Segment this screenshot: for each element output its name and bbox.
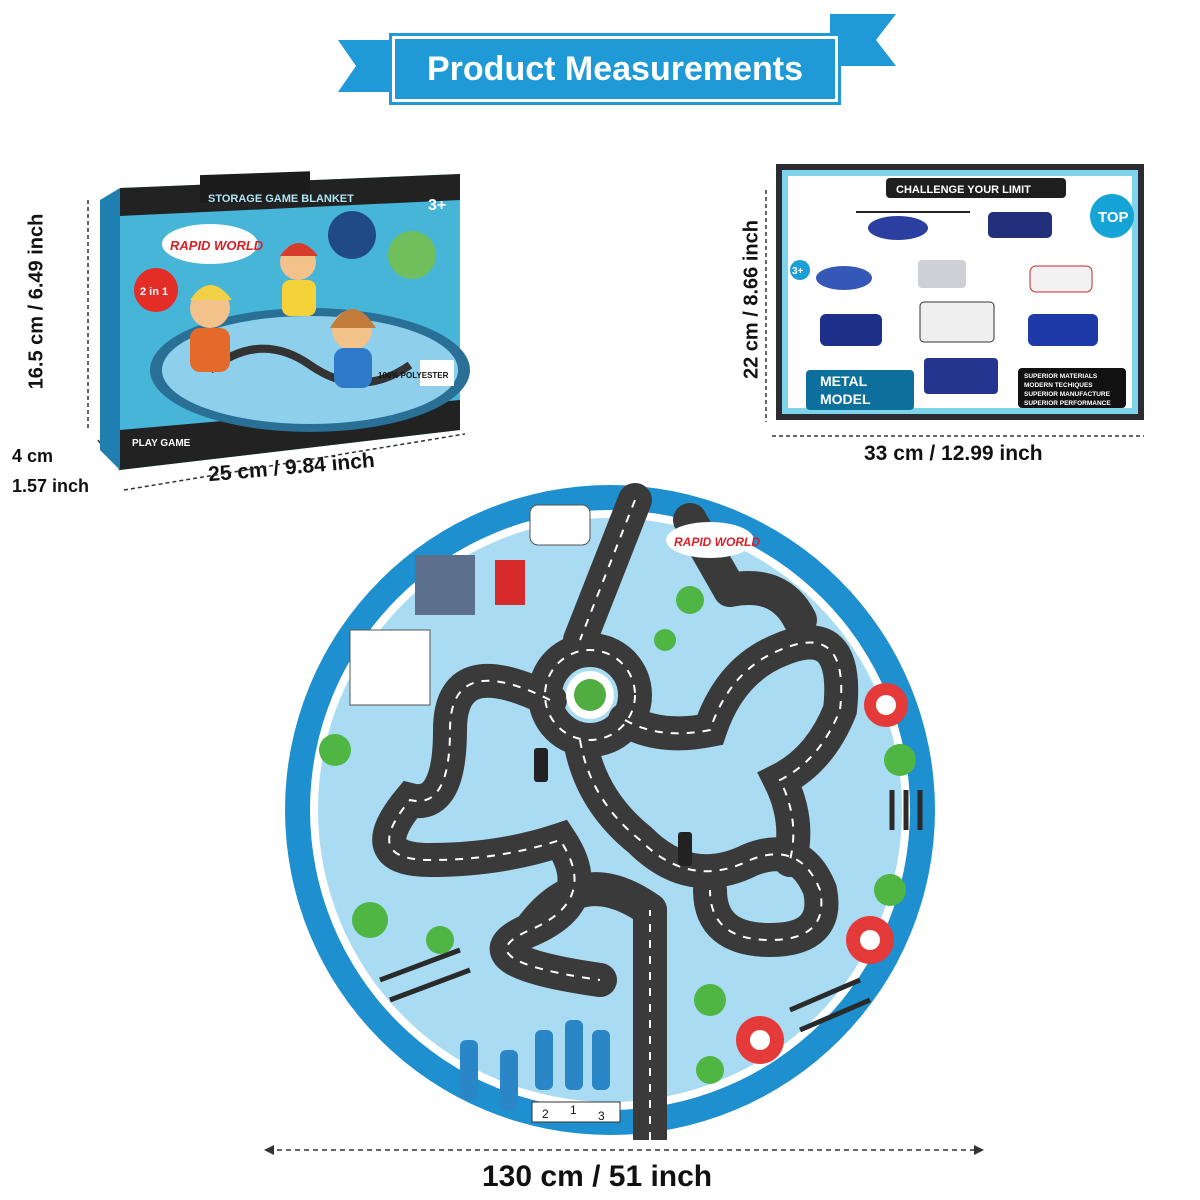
podium-second: 2 xyxy=(542,1107,549,1121)
right-box-height-label: 22 cm / 8.66 inch xyxy=(740,220,763,379)
right-box-top-badge: TOP xyxy=(1098,209,1129,226)
left-box-feature-badge: 2 in 1 xyxy=(140,286,168,298)
podium-first: 1 xyxy=(570,1103,577,1117)
right-box-feature-1: SUPERIOR MATERIALS xyxy=(1024,373,1098,380)
right-box-feature-3: SUPERIOR MANUFACTURE xyxy=(1024,391,1111,398)
page-title: Product Measurements xyxy=(427,49,803,88)
left-box-dimension-group: 16.5 cm / 6.49 inch 4 cm 1.57 inch 25 cm… xyxy=(0,160,500,500)
mat-width-dimension-line xyxy=(264,1145,984,1155)
racer-figures xyxy=(460,1020,610,1110)
right-box-model-line2: MODEL xyxy=(820,391,871,407)
right-box-feature-2: MODERN TECHIQUES xyxy=(1024,382,1093,389)
right-box-header: CHALLENGE YOUR LIMIT xyxy=(896,184,1031,196)
left-box-age-badge: 3+ xyxy=(428,197,446,214)
page-title-banner: Product Measurements xyxy=(389,33,841,105)
right-box-feature-4: SUPERIOR PERFORMANCE xyxy=(1024,400,1111,407)
mat-brand: RAPID WORLD xyxy=(674,535,760,549)
left-box-illustration: STORAGE GAME BLANKET 3+ RAPID WORLD 2 in… xyxy=(87,171,470,491)
banner-ribbon-left xyxy=(338,40,398,92)
mat-width-label: 130 cm / 51 inch xyxy=(482,1160,713,1193)
left-box-brand: RAPID WORLD xyxy=(170,238,264,253)
left-box-depth-cm: 4 cm xyxy=(12,446,54,466)
right-box-width-label: 33 cm / 12.99 inch xyxy=(864,442,1043,465)
right-box-illustration: CHALLENGE YOUR LIMIT TOP 3+ METAL MODEL … xyxy=(765,164,1144,437)
banner-ribbon-right xyxy=(830,14,896,66)
umbrella-icons xyxy=(736,683,908,1064)
right-box-age: 3+ xyxy=(792,266,804,277)
left-box-top-banner: STORAGE GAME BLANKET xyxy=(208,193,354,205)
tree-icons xyxy=(319,586,916,1084)
left-box-material: 100% POLYESTER xyxy=(378,371,449,380)
left-box-depth-inch: 1.57 inch xyxy=(12,476,90,496)
vehicles-group xyxy=(816,211,1098,394)
parking-lines xyxy=(379,790,923,1033)
left-box-height-label: 16.5 cm / 6.49 inch xyxy=(25,213,48,390)
right-box-model-line1: METAL xyxy=(820,373,868,389)
play-mat-illustration: RAPID WORLD 2 1 3 xyxy=(285,483,935,1140)
left-box-play-label: PLAY GAME xyxy=(132,438,191,449)
podium-third: 3 xyxy=(598,1109,605,1123)
